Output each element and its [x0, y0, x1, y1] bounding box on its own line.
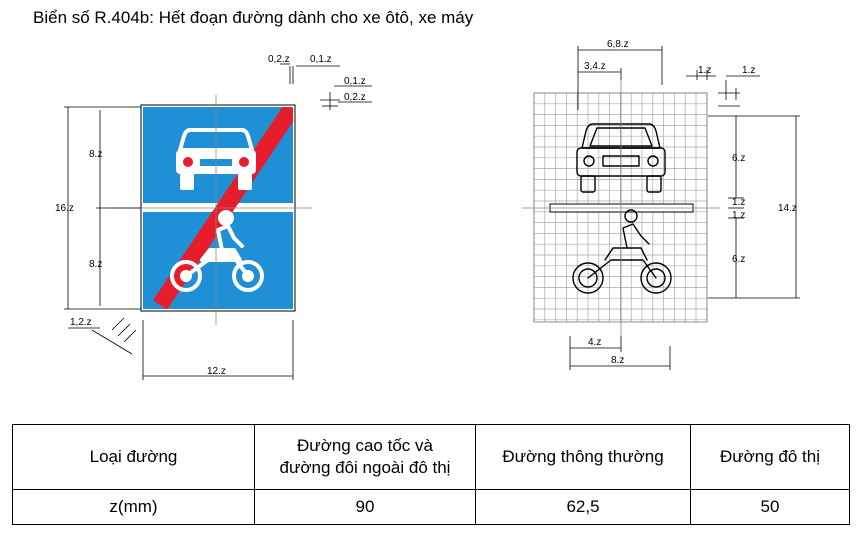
- table-header-cell: Đường thông thường: [475, 424, 691, 490]
- table-cell: 90: [254, 489, 476, 525]
- table-cell: z(mm): [12, 489, 255, 525]
- table-header-row: Loại đường Đường cao tốc và đường đôi ng…: [12, 424, 850, 490]
- dim-label: 3,4.z: [584, 61, 606, 72]
- dim-label: 6.z: [732, 153, 745, 164]
- dim-label: 14.z: [778, 203, 797, 214]
- sign-diagram: 0,2.z 0,1.z 0,1.z 0,2.z 8.z 16.z 8.z 1,2…: [55, 39, 800, 380]
- page-title: Biển số R.404b: Hết đoạn đường dành cho …: [33, 8, 474, 27]
- dim-label: 1.z: [732, 197, 745, 208]
- dim-label: 6,8.z: [607, 39, 629, 50]
- dim-label: 1,2.z: [70, 317, 92, 328]
- dim-label: 6.z: [732, 254, 745, 265]
- table-cell: 50: [690, 489, 850, 525]
- dim-label: 0,1.z: [310, 54, 332, 65]
- dim-label: 16.z: [55, 203, 74, 214]
- motorbike-outline-icon: [572, 209, 672, 294]
- dim-label: 8.z: [89, 149, 102, 160]
- table-header-cell: Loại đường: [12, 424, 255, 490]
- right-dimension-lines: [569, 46, 800, 370]
- dim-label: 1.z: [732, 210, 745, 221]
- dim-label: 0,2.z: [344, 92, 366, 103]
- table-row: z(mm) 90 62,5 50: [12, 489, 850, 525]
- left-centerlines: [110, 95, 312, 325]
- dim-label: 1.z: [698, 65, 711, 76]
- left-dimension-lines: [64, 63, 372, 380]
- dim-label: 0,2.z: [268, 54, 290, 65]
- right-centerlines: [522, 80, 720, 336]
- table-cell: 62,5: [475, 489, 691, 525]
- table-header-cell: Đường đô thị: [690, 424, 850, 490]
- dim-label: 8.z: [611, 355, 624, 366]
- motorbike-icon: [170, 210, 264, 292]
- dim-label: 4.z: [588, 337, 601, 348]
- right-dimension-labels: 6,8.z 3,4.z 1.z 1.z 6.z 1.z 1.z 14.z 6.z…: [584, 39, 797, 366]
- table-header-cell: Đường cao tốc và đường đôi ngoài đô thị: [254, 424, 476, 490]
- dim-label: 0,1.z: [344, 76, 366, 87]
- left-dimension-labels: 0,2.z 0,1.z 0,1.z 0,2.z 8.z 16.z 8.z 1,2…: [55, 54, 366, 377]
- dim-label: 1.z: [742, 65, 755, 76]
- grid-drawing: [533, 92, 708, 323]
- spec-table: Loại đường Đường cao tốc và đường đôi ng…: [12, 424, 850, 525]
- dim-label: 8.z: [89, 259, 102, 270]
- dim-label: 12.z: [207, 366, 226, 377]
